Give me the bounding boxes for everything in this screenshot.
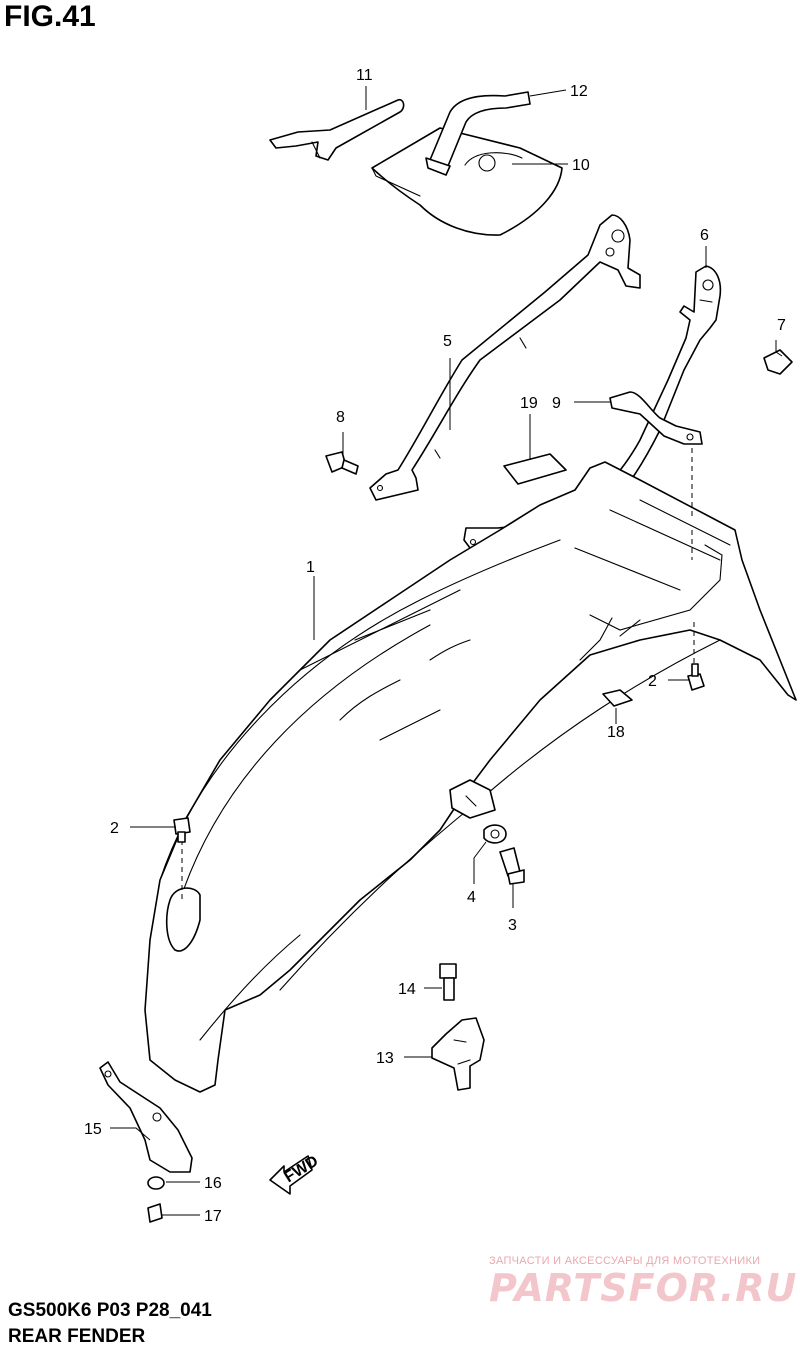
part-15-bracket <box>99 1061 193 1173</box>
callout-1: 1 <box>306 559 315 576</box>
watermark-logo: PARTSFOR.RU <box>489 1266 798 1310</box>
part-1-rear-fender <box>144 461 797 1093</box>
part-19-sticker <box>503 453 567 485</box>
callout-7: 7 <box>777 317 786 334</box>
part-8-bolt <box>325 451 359 475</box>
fwd-arrow-icon: FWD <box>269 1153 322 1195</box>
callout-3: 3 <box>508 917 517 934</box>
figure-title: FIG.41 <box>4 0 96 33</box>
part-14-bolt <box>439 963 457 1001</box>
part-2-bolt-upper <box>687 663 705 691</box>
callout-14: 14 <box>398 981 416 998</box>
callout-labels: 1 2 2 3 4 5 6 7 8 9 10 11 12 13 14 15 16… <box>84 67 786 1225</box>
callout-15: 15 <box>84 1121 102 1138</box>
callout-9: 9 <box>552 395 561 412</box>
callout-18: 18 <box>607 724 625 741</box>
callout-6: 6 <box>700 227 709 244</box>
callout-5: 5 <box>443 333 452 350</box>
callout-2-upper: 2 <box>648 673 657 690</box>
callout-16: 16 <box>204 1175 222 1192</box>
callout-19: 19 <box>520 395 538 412</box>
part-12-strap <box>425 91 531 176</box>
part-7-bolt <box>763 349 793 375</box>
part-3-screw <box>499 847 525 885</box>
fwd-label: FWD <box>282 1153 322 1187</box>
callout-8: 8 <box>336 409 345 426</box>
watermark-tagline: ЗАПЧАСТИ И АКСЕССУАРЫ ДЛЯ МОТОТЕХНИКИ <box>489 1255 761 1267</box>
part-9-bracket <box>609 391 703 445</box>
callout-17: 17 <box>204 1208 222 1225</box>
callout-10: 10 <box>572 157 590 174</box>
callout-12: 12 <box>570 83 588 100</box>
section-name: REAR FENDER <box>8 1326 146 1347</box>
callout-2-lower: 2 <box>110 820 119 837</box>
part-18-pad <box>602 689 633 707</box>
part-4-nut <box>483 824 507 844</box>
callout-11: 11 <box>356 67 373 84</box>
part-11-rod <box>269 98 405 161</box>
callout-4: 4 <box>467 889 476 906</box>
model-code: GS500K6 P03 P28_041 <box>8 1300 212 1321</box>
part-2-bolt-lower <box>173 817 191 843</box>
callout-13: 13 <box>376 1050 394 1067</box>
leader-lines <box>110 86 783 1216</box>
part-10-pad <box>371 127 563 236</box>
part-13-bracket <box>431 1017 485 1091</box>
part-5-rail <box>369 214 641 501</box>
part-17-bolt <box>147 1203 163 1223</box>
part-16-nut <box>147 1176 165 1190</box>
